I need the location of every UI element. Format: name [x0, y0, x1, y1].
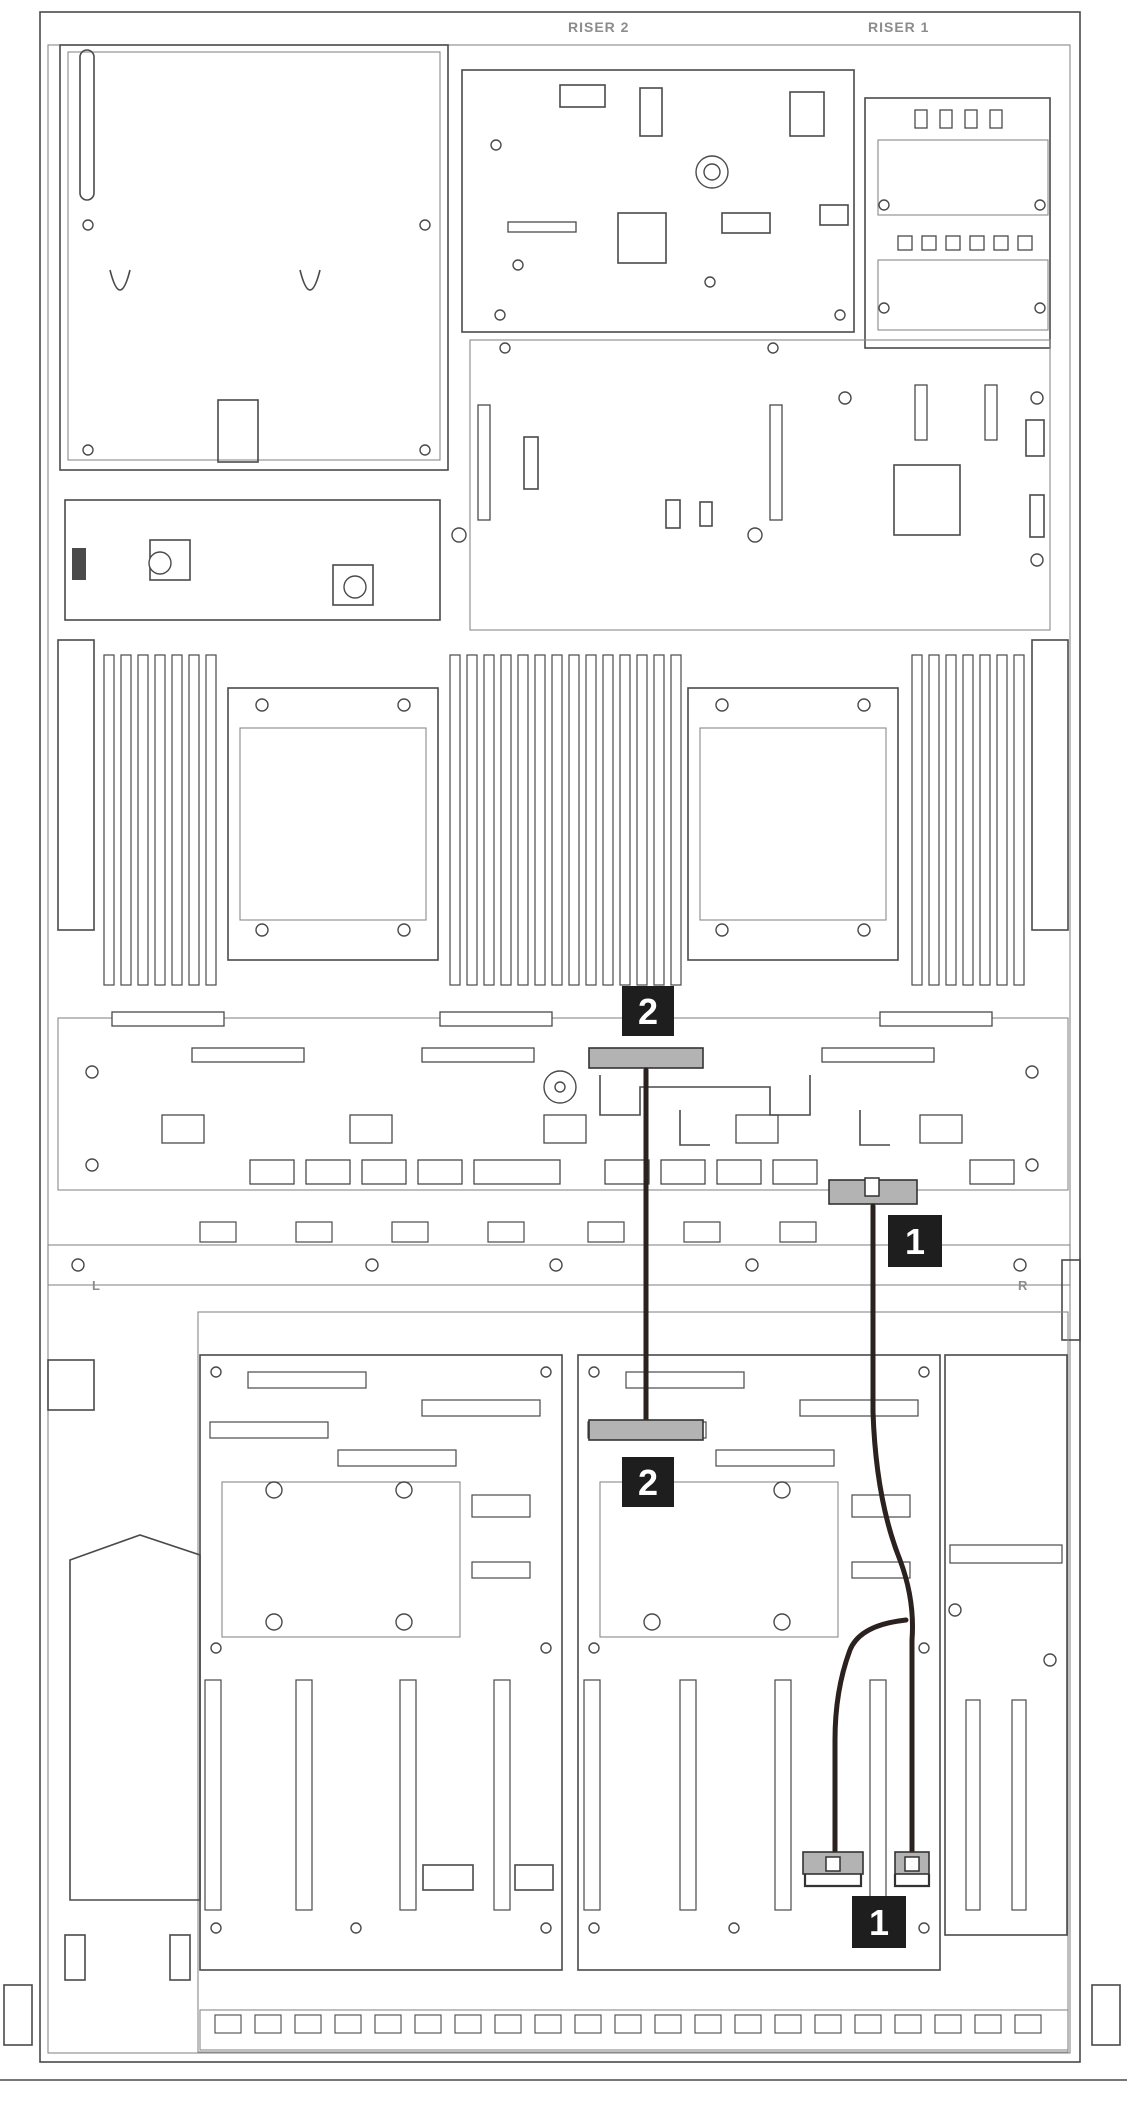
callout-badge-2-top: 2 — [622, 986, 674, 1036]
cable-2 — [588, 1047, 704, 1441]
callout-2-bottom-text: 2 — [638, 1462, 658, 1503]
cable-2-top-connector — [588, 1047, 704, 1069]
cpu-socket-2 — [687, 687, 899, 961]
callout-badge-1-bottom: 1 — [852, 1896, 906, 1948]
callout-1-bottom-text: 1 — [869, 1902, 889, 1943]
psu-cage — [59, 44, 449, 621]
front-drive-bay-connectors — [199, 2009, 1069, 2051]
callout-badge-2-bottom: 2 — [622, 1457, 674, 1507]
callout-badge-1-top: 1 — [888, 1215, 942, 1267]
riser-1-cage — [864, 97, 1051, 349]
callout-2-top-text: 2 — [638, 991, 658, 1032]
left-side-label: L — [92, 1278, 100, 1293]
front-connector-area — [57, 1011, 1069, 1243]
dimm-slots — [103, 654, 1025, 986]
system-board — [451, 339, 1051, 631]
callout-1-top-text: 1 — [905, 1221, 925, 1262]
cable-2-bottom-connector — [588, 1419, 704, 1441]
riser-2-label: RISER 2 — [568, 19, 629, 35]
rear-io-board: RISER 2 RISER 1 — [461, 19, 929, 354]
right-side-label: R — [1018, 1278, 1028, 1293]
cable-1 — [802, 1177, 931, 1888]
cpu-socket-1 — [227, 687, 439, 961]
riser-1-label: RISER 1 — [868, 19, 929, 35]
chassis: L R — [0, 11, 1127, 2081]
front-cage — [64, 1311, 1069, 2053]
